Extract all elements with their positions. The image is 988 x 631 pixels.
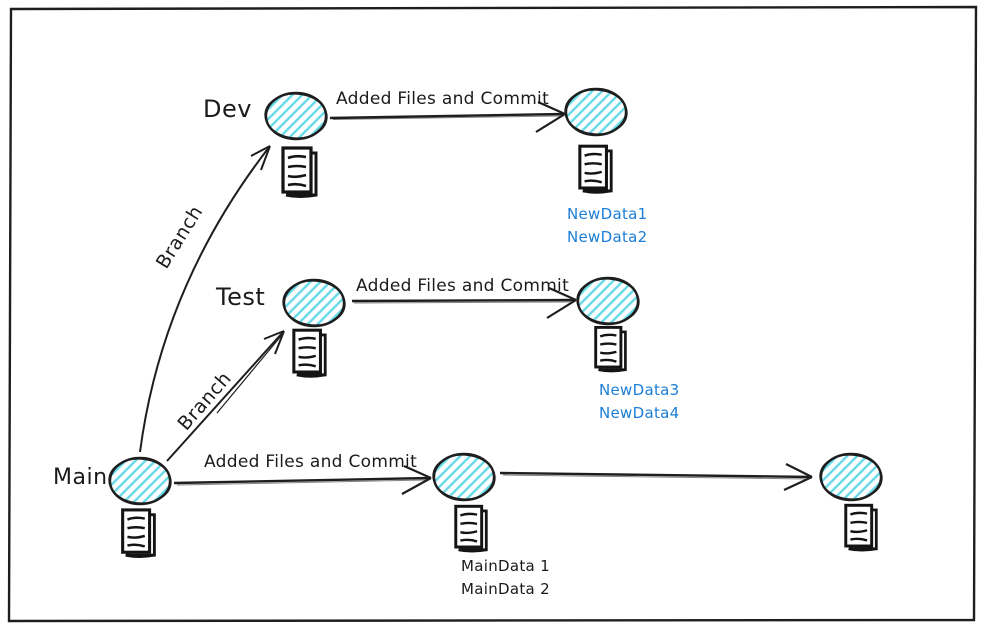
arrow-dev-commit	[329, 100, 566, 133]
node-main-commit-2	[817, 451, 885, 503]
annotation-line: NewData4	[599, 403, 680, 422]
branch-label-dev: Dev	[203, 95, 252, 123]
arrow-test-commit	[351, 286, 577, 319]
node-main-commit-1	[430, 451, 498, 503]
node-test-commit	[574, 275, 642, 327]
annotation-main-files: MainData 1 MainData 2	[461, 555, 550, 600]
document-icon-main-commit-1	[454, 504, 488, 553]
annotation-line: NewData3	[599, 381, 680, 399]
document-icon-main-start	[121, 508, 156, 558]
annotation-dev-files: NewData1 NewData2	[567, 203, 647, 248]
branch-label-test: Test	[216, 283, 266, 311]
edge-label-test-commit: Added Files and Commit	[356, 276, 570, 296]
document-icon-test-commit	[594, 325, 627, 373]
arrow-branch-to-dev	[139, 145, 271, 453]
annotation-line: MainData 1	[461, 557, 550, 575]
node-test-start	[280, 277, 348, 329]
edge-label-dev-commit: Added Files and Commit	[336, 89, 550, 109]
annotation-test-files: NewData3 NewData4	[599, 379, 679, 424]
document-icon-test-start	[292, 328, 327, 378]
annotation-line: MainData 2	[461, 579, 550, 598]
node-dev-commit	[562, 86, 630, 138]
annotation-line: NewData2	[567, 227, 648, 246]
branch-label-main: Main	[53, 465, 108, 490]
document-icon-main-commit-2	[844, 503, 878, 552]
document-icon-dev-commit	[578, 144, 613, 194]
arrow-main-commit-1	[173, 464, 432, 495]
arrow-main-commit-2	[499, 463, 813, 491]
edge-label-main-commit: Added Files and Commit	[204, 452, 418, 472]
canvas-frame	[7, 5, 978, 623]
node-main-start	[106, 455, 174, 507]
document-icon-dev-start	[281, 146, 318, 198]
node-dev-start	[262, 90, 330, 142]
arrow-branch-to-test	[166, 330, 285, 462]
annotation-line: NewData1	[567, 205, 648, 223]
